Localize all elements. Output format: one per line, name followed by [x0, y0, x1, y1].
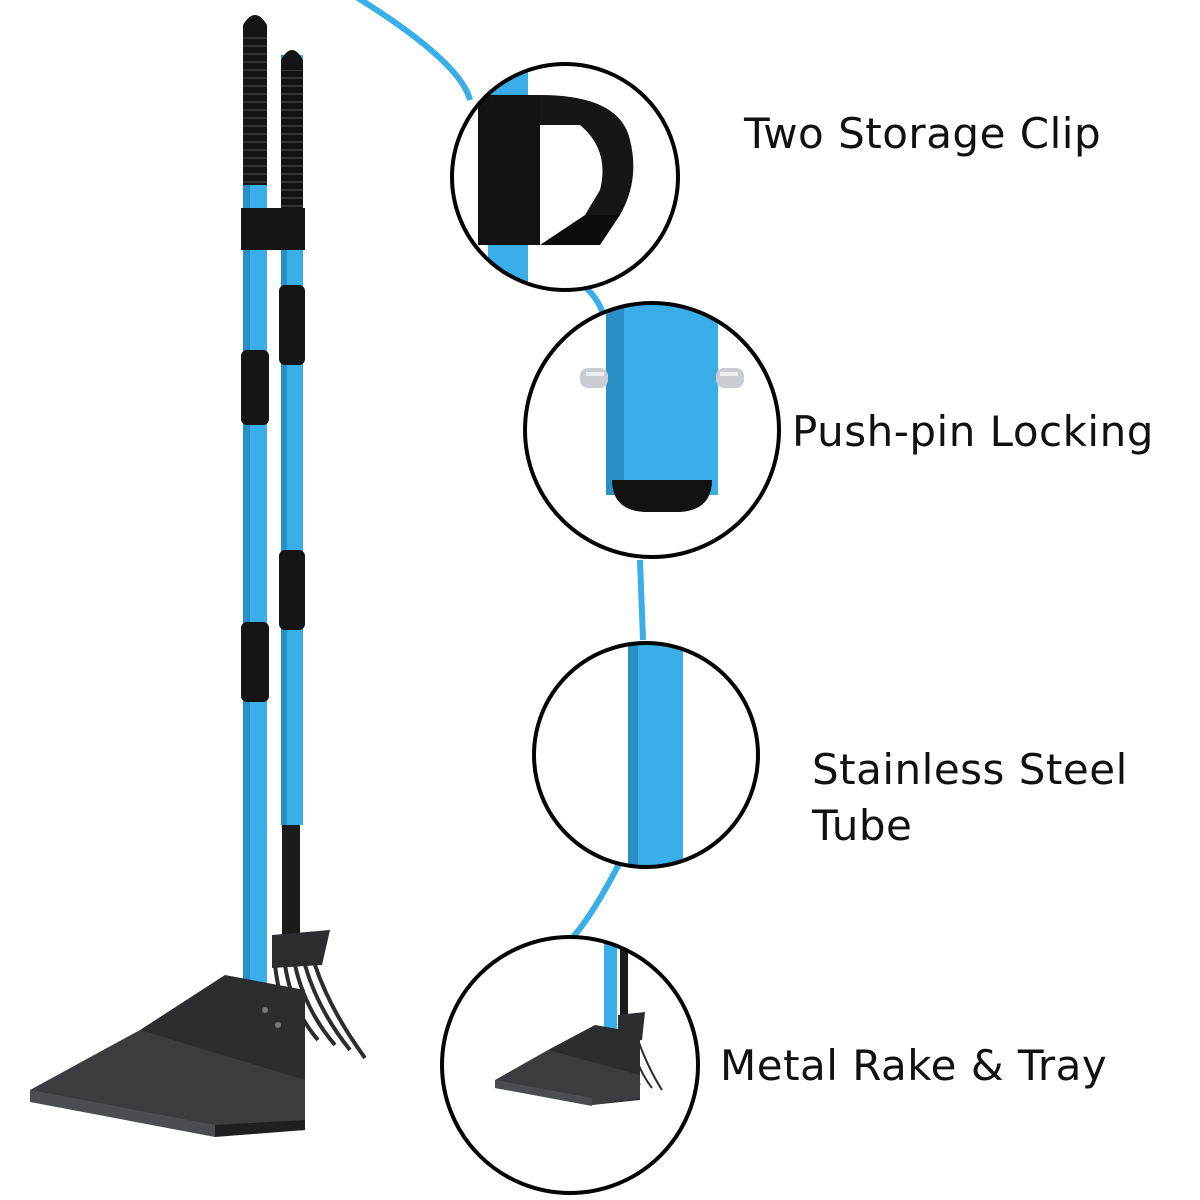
connector-curve [355, 0, 646, 943]
feature-label-steel-tube: Stainless Steel Tube [812, 742, 1128, 854]
push-pin-icon [523, 301, 781, 559]
steel-tube-icon [532, 641, 760, 869]
feature-label-line: Tube [812, 801, 913, 850]
feature-label-line: Push-pin Locking [792, 407, 1154, 456]
dustpan-tray [30, 975, 305, 1137]
feature-label-line: Stainless Steel [812, 745, 1128, 794]
feature-label-rake-tray: Metal Rake & Tray [720, 1038, 1107, 1094]
rake-tray-icon [440, 935, 700, 1195]
feature-label-storage-clip: Two Storage Clip [744, 106, 1101, 162]
feature-label-line: Metal Rake & Tray [720, 1041, 1108, 1090]
feature-label-push-pin: Push-pin Locking [792, 404, 1154, 460]
feature-label-line: Two Storage Clip [744, 109, 1102, 158]
tray-pole [241, 15, 305, 1035]
rake-pole [272, 50, 367, 1060]
storage-clip-icon [450, 62, 680, 292]
